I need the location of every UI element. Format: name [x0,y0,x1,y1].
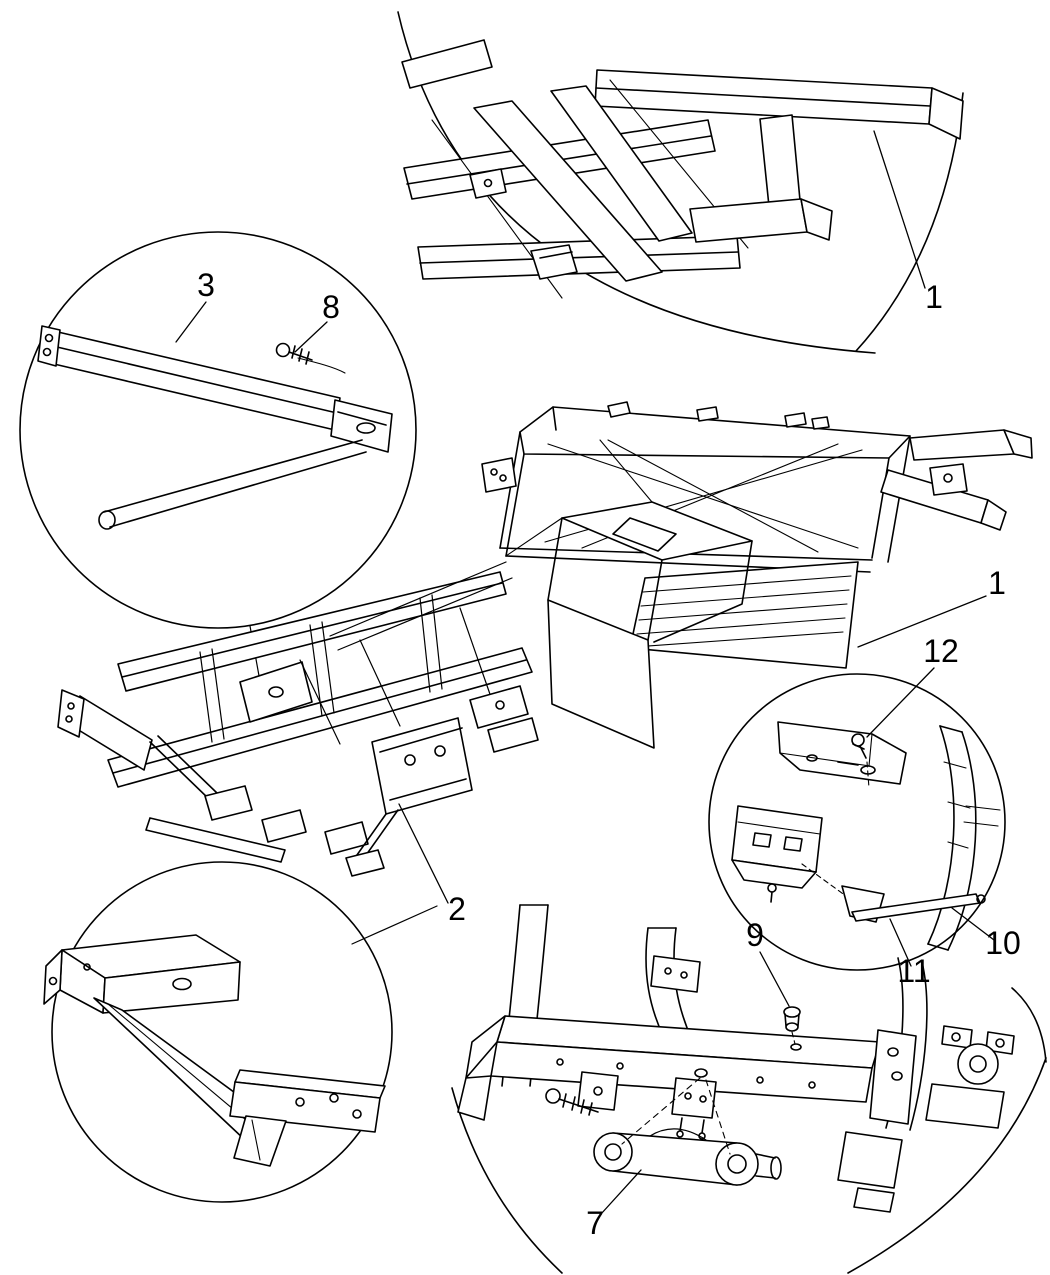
callout-7: 7 [586,1205,604,1241]
floor-grate [629,561,859,669]
crossmember-tube [103,439,363,513]
leader-7 [600,1169,642,1215]
callout-1-right: 1 [988,565,1006,601]
inset-body-mount-circle [708,673,1006,971]
rear-rail [457,1015,881,1121]
leader-9 [759,951,790,1007]
bottom-view-rear-crossmember [451,904,1047,1274]
bottom-view-clip-arc-left [451,1087,563,1274]
frame-diagonal-tubes [299,561,513,745]
callout-11: 11 [897,953,930,989]
callout-1-top: 1 [925,279,943,315]
inset-crossmember-circle [19,231,417,629]
callout-12: 12 [923,633,959,669]
callout-10: 10 [985,925,1021,961]
bolt-icon-12 [851,733,867,759]
right-rail-extensions [880,429,1033,531]
control-arm-7 [593,1128,782,1186]
main-frame-view [57,401,1033,877]
crossmember-right-bracket [330,399,393,453]
center-tunnel [505,439,753,749]
inset-front-horn-detail [43,861,438,1203]
leader-1-top [873,130,926,289]
mount-strap [927,725,955,945]
callout-2: 2 [448,891,466,927]
bottom-view-clip-arc-bottom-right [847,1057,1047,1274]
leader-12 [866,667,935,738]
leader-3 [175,301,207,343]
top-view-rear-frame [397,11,964,354]
tunnel-front-brackets [469,457,539,753]
inset-crossmember-detail [19,231,417,699]
leader-11 [889,918,912,967]
leader-1-right [857,595,987,648]
leader-8 [294,321,328,353]
callout-9: 9 [746,917,764,953]
leader-2 [398,803,449,904]
inset-front-horn-circle [51,861,393,1203]
callout-leaders [175,130,995,1215]
inset-front-horn-connector [351,905,438,945]
bottom-view-clip-arc-right [1011,987,1047,1063]
leader-10 [951,907,995,941]
bolt-icon-arm [545,1088,599,1116]
crossmember-left-bracket [37,325,61,367]
callout-3: 3 [197,267,215,303]
inset-body-mount-detail [708,673,1006,971]
bolt-icon-8 [275,342,313,365]
callout-labels: 1 3 8 1 12 2 9 10 11 7 [197,267,1021,1241]
front-center-bracket [345,717,473,877]
front-rails [57,571,533,863]
grommet-icon-9 [783,1006,801,1032]
callout-8: 8 [322,289,340,325]
